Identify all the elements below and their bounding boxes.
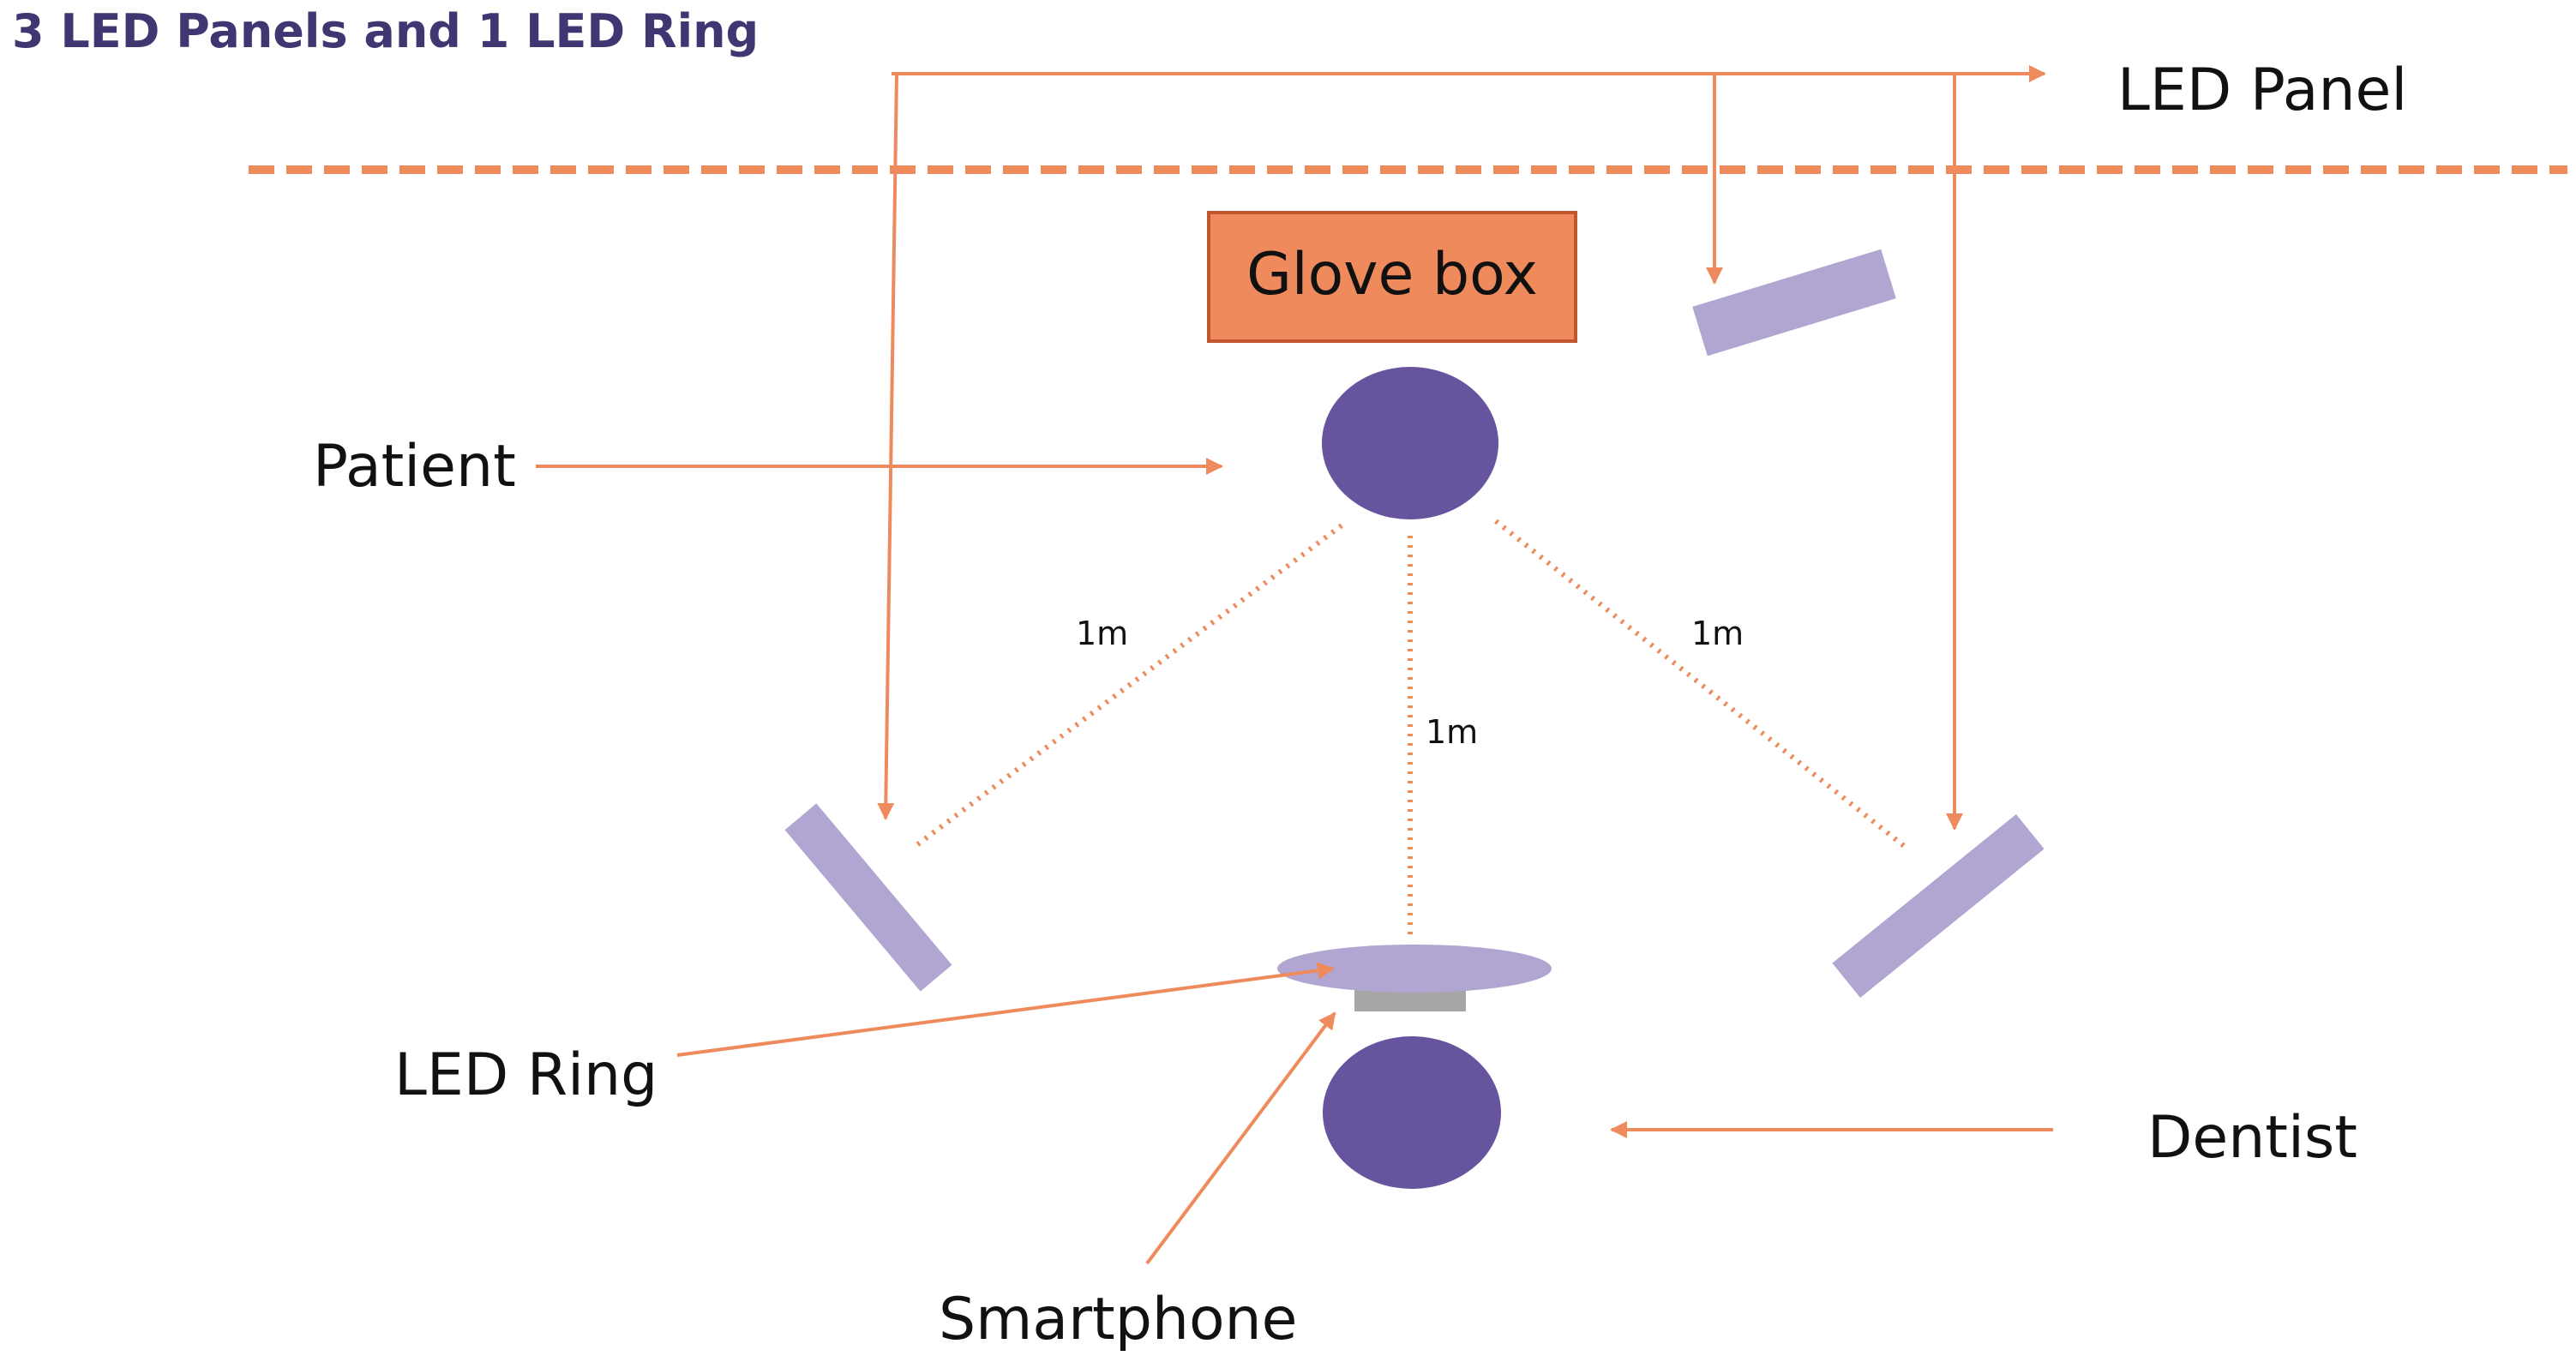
distance-line-right	[1494, 519, 1909, 851]
led-panel-label: LED Panel	[2117, 57, 2407, 124]
led-ring-pointer-arrow	[676, 962, 1335, 1057]
glove-box	[1207, 211, 1577, 343]
page-title: 3 LED Panels and 1 LED Ring	[12, 4, 759, 58]
distance-label-center: 1m	[1426, 713, 1478, 751]
led-panel-top-right	[1692, 249, 1896, 357]
glove-box-label: Glove box	[1246, 241, 1538, 309]
patient-head	[1322, 367, 1498, 519]
dentist-label: Dentist	[2147, 1104, 2357, 1172]
led-panel-right	[1832, 813, 2045, 999]
smartphone-pointer-arrow	[1145, 1011, 1336, 1265]
distance-line-left	[910, 523, 1343, 851]
distance-label-left: 1m	[1076, 615, 1128, 652]
led-ring	[1277, 945, 1552, 993]
patient-label: Patient	[313, 433, 516, 501]
led-panel-left	[784, 803, 952, 992]
distance-label-right: 1m	[1691, 615, 1744, 652]
smartphone-label: Smartphone	[939, 1286, 1298, 1353]
led-panel-left-connector	[877, 73, 898, 820]
led-ring-label: LED Ring	[394, 1041, 658, 1109]
dentist-head	[1323, 1036, 1501, 1189]
